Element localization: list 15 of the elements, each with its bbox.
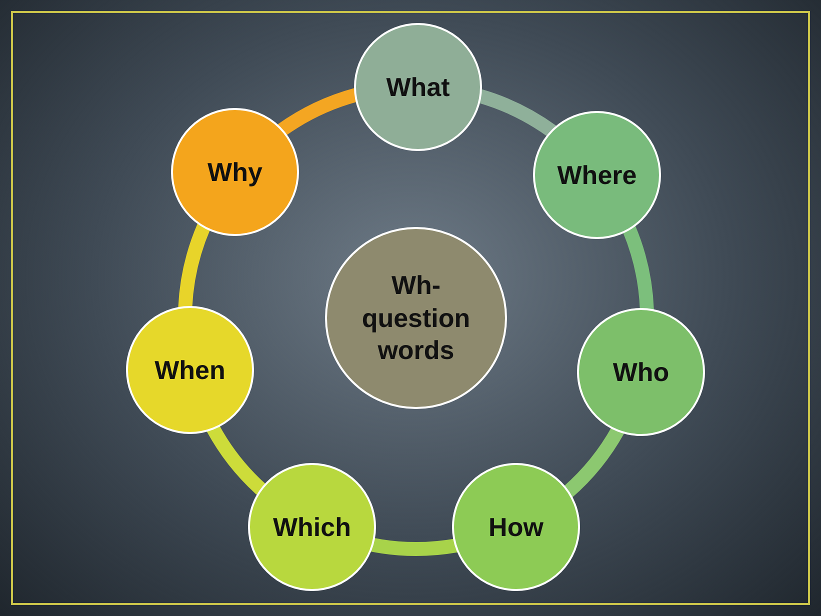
ring-connector <box>207 424 266 495</box>
ring-connector <box>278 88 358 136</box>
node-label: Why <box>208 156 262 188</box>
ring-connector <box>478 89 556 138</box>
ring-connector <box>563 426 624 498</box>
ring-connector <box>622 226 654 310</box>
node-label: Where <box>557 158 637 192</box>
node-label: Who <box>612 356 670 388</box>
node-label: Which <box>273 510 351 544</box>
node-label: How <box>488 510 544 544</box>
ring-connector <box>371 538 458 556</box>
node-label: When <box>154 354 226 386</box>
ring-connector <box>178 224 210 308</box>
node-label: What <box>386 70 450 104</box>
node-label: Wh- question words <box>360 269 472 367</box>
